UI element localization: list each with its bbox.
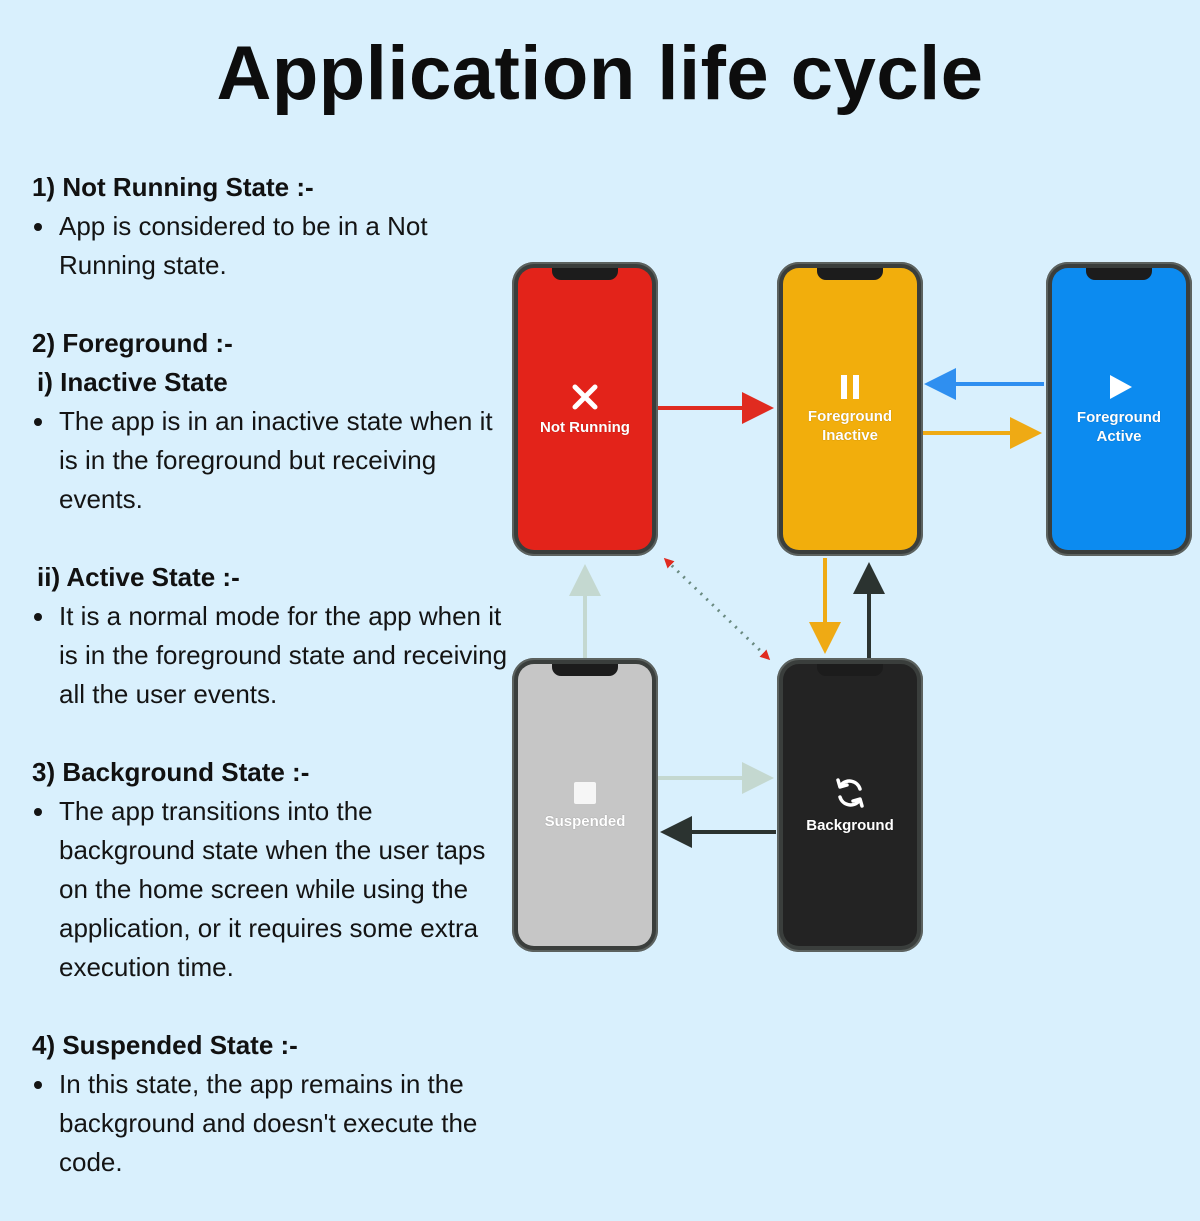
- state-label: Foreground Inactive: [807, 408, 893, 444]
- play-icon: [1110, 375, 1132, 399]
- phone-notch: [552, 664, 618, 676]
- bullet-item: App is considered to be in a Not Running…: [32, 207, 512, 285]
- section-suspended: 4) Suspended State :- In this state, the…: [32, 1026, 512, 1182]
- pause-icon: [841, 375, 859, 399]
- page-title: Application life cycle: [216, 31, 984, 116]
- description-panel: 1) Not Running State :- App is considere…: [32, 168, 512, 1221]
- phone-notch: [1086, 268, 1152, 280]
- transition-arrows: [569, 368, 1044, 848]
- section-heading: 3) Background State :-: [32, 757, 310, 787]
- stop-square-icon: [574, 781, 596, 804]
- section-foreground: 2) Foreground :- i) Inactive State The a…: [32, 324, 512, 519]
- bullet-list: The app transitions into the background …: [32, 792, 512, 987]
- section-heading: 2) Foreground :-: [32, 328, 233, 358]
- lifecycle-diagram: Not Running Foreground Inactive Foregrou…: [500, 250, 1200, 970]
- phone-notch: [817, 664, 883, 676]
- section-active: ii) Active State :- It is a normal mode …: [32, 558, 512, 714]
- bullet-item: In this state, the app remains in the ba…: [32, 1065, 512, 1182]
- bullet-item: The app is in an inactive state when it …: [32, 402, 512, 519]
- phone-screen: Background: [783, 664, 917, 946]
- section-background: 3) Background State :- The app transitio…: [32, 753, 512, 987]
- section-heading: 4) Suspended State :-: [32, 1030, 298, 1060]
- phone-foreground-active: Foreground Active: [1046, 262, 1192, 556]
- subsection-heading: ii) Active State :-: [37, 562, 240, 592]
- bullet-list: In this state, the app remains in the ba…: [32, 1065, 512, 1182]
- subsection-heading: i) Inactive State: [37, 367, 228, 397]
- bullet-list: The app is in an inactive state when it …: [32, 402, 512, 519]
- phone-foreground-inactive: Foreground Inactive: [777, 262, 923, 556]
- state-label: Not Running: [540, 418, 630, 436]
- phone-notch: [552, 268, 618, 280]
- state-label: Background: [806, 816, 894, 834]
- phone-not-running: Not Running: [512, 262, 658, 556]
- bullet-item: It is a normal mode for the app when it …: [32, 597, 512, 714]
- phone-screen: Foreground Active: [1052, 268, 1186, 550]
- state-label: Suspended: [544, 812, 626, 830]
- phone-suspended: Suspended: [512, 658, 658, 952]
- phone-background: Background: [777, 658, 923, 952]
- refresh-icon: [836, 777, 864, 808]
- section-not-running: 1) Not Running State :- App is considere…: [32, 168, 512, 285]
- phone-screen: Foreground Inactive: [783, 268, 917, 550]
- bullet-list: It is a normal mode for the app when it …: [32, 597, 512, 714]
- state-label: Foreground Active: [1076, 409, 1162, 445]
- phone-screen: Not Running: [518, 268, 652, 550]
- phone-screen: Suspended: [518, 664, 652, 946]
- phone-notch: [817, 268, 883, 280]
- close-x-icon: [572, 384, 598, 409]
- bullet-list: App is considered to be in a Not Running…: [32, 207, 512, 285]
- arrow-not-running-background-dotted: [663, 557, 771, 661]
- bullet-item: The app transitions into the background …: [32, 792, 512, 987]
- section-heading: 1) Not Running State :-: [32, 172, 314, 202]
